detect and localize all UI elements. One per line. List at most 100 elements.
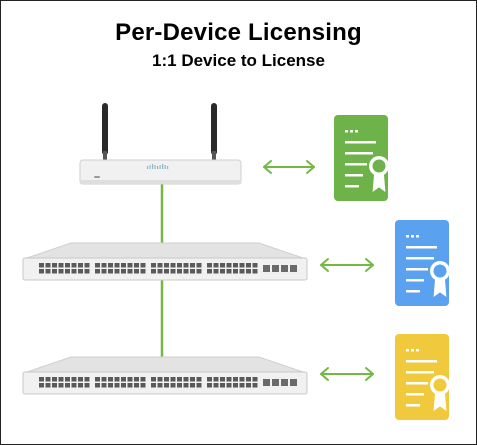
switch-port [108,383,113,388]
switch-port [233,263,238,268]
switch-port [157,263,163,268]
switch-port [52,377,57,382]
switch-port [164,383,169,388]
switch-port [177,269,182,274]
switch-port [183,383,189,388]
switch-port [239,269,245,274]
switch-port [45,383,51,388]
switch-port [121,269,126,274]
switch-port [140,377,146,382]
switch-port [151,383,156,388]
switch-port [95,269,100,274]
switch-port [108,263,113,268]
switch-port [45,377,51,382]
uplink-port [263,379,270,386]
switch-port [114,377,120,382]
uplink-port [281,379,288,386]
switch-port [127,377,133,382]
router-led-icon [94,176,100,178]
switch-port [114,383,120,388]
switch-port [190,383,195,388]
switch-port [71,383,77,388]
switch-port [65,263,70,268]
switch-port [246,269,251,274]
switch-port [157,269,163,274]
uplink-port [272,265,279,272]
switch-port [151,269,156,274]
license-document-icon [395,220,450,306]
switch-port [134,263,139,268]
switch-port [207,269,212,274]
switch-port [78,383,83,388]
switch-port [157,377,163,382]
switch-port [170,377,176,382]
switch-port [183,269,189,274]
wireless-access-point [79,103,242,185]
switch-port [84,377,90,382]
switch-port [58,377,64,382]
network-switch-1 [22,242,308,281]
bidirectional-arrow-icon [263,160,315,174]
switch-port [121,377,126,382]
switch-port [207,377,212,382]
switch-port [45,269,51,274]
switch-port [183,377,189,382]
switch-port [108,377,113,382]
switch-port [252,377,258,382]
switch-port [39,383,44,388]
switch-port [170,383,176,388]
switch-port [39,269,44,274]
switch-port [213,269,219,274]
switch-port [246,377,251,382]
switch-port [52,383,57,388]
uplink-port [272,379,279,386]
switch-port [196,383,202,388]
uplink-port [281,265,288,272]
switch-port [190,377,195,382]
switch-port [127,263,133,268]
switch-port [157,383,163,388]
router-logo-icon [147,164,169,169]
license-document-icon [334,115,389,201]
switch-port [183,263,189,268]
switch-port [95,263,100,268]
switch-port [226,377,232,382]
switch-port [121,263,126,268]
switch-port [239,263,245,268]
switch-port [252,263,258,268]
switch-port [84,383,90,388]
switch-port [213,383,219,388]
switch-port [52,263,57,268]
switch-port [233,269,238,274]
antenna-left-icon [102,103,108,161]
switch-port [233,383,238,388]
switch-port [140,269,146,274]
switch-port [239,383,245,388]
switch-port [108,269,113,274]
switch-port [71,269,77,274]
switch-port [207,263,212,268]
switch-port [213,263,219,268]
switch-port [84,263,90,268]
switch-port [140,383,146,388]
switch-port [190,263,195,268]
switch-port [220,377,225,382]
switch-port [164,377,169,382]
switch-port [252,269,258,274]
switch-port [134,377,139,382]
uplink-port [290,379,297,386]
network-switch-2 [22,356,308,395]
switch-port [196,269,202,274]
switch-port [220,269,225,274]
switch-port [246,383,251,388]
switch-port [246,263,251,268]
switch-port [71,377,77,382]
bidirectional-arrow-icon [320,367,374,381]
switch-port [101,377,107,382]
switch-port [170,269,176,274]
switch-port [78,377,83,382]
switch-port [78,263,83,268]
switch-port [134,269,139,274]
switch-port [140,263,146,268]
